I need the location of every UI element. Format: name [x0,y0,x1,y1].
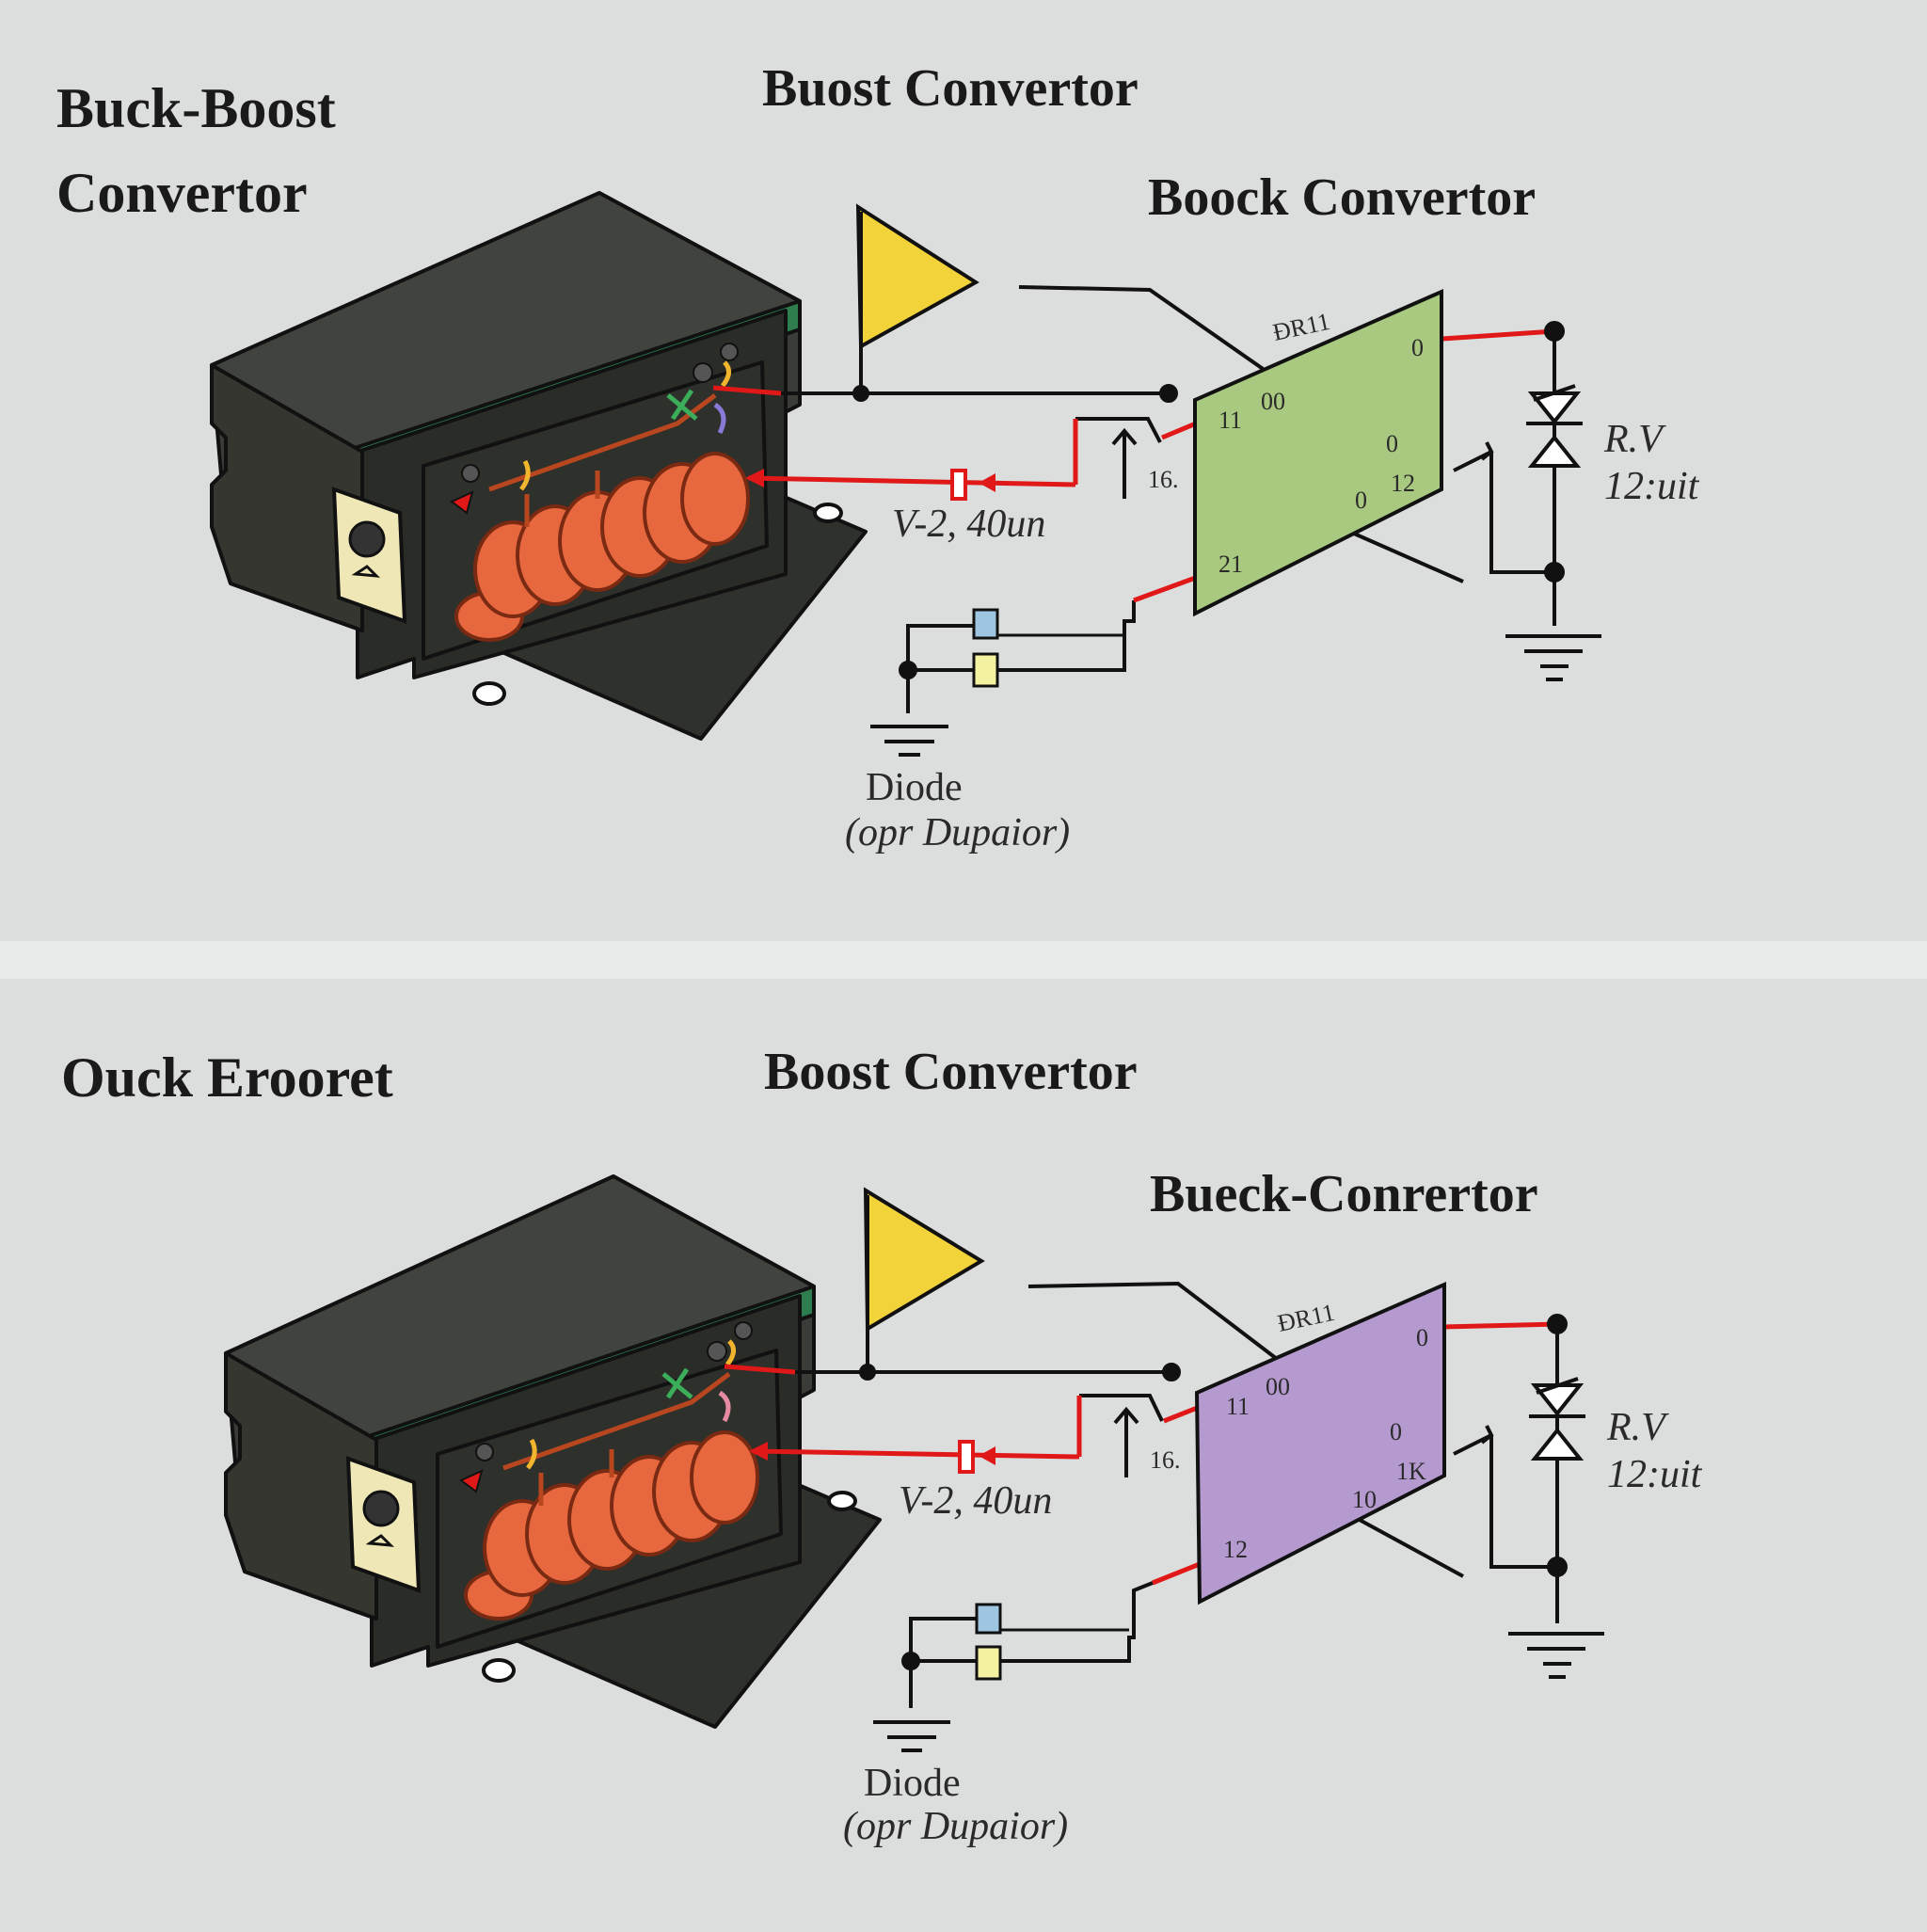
diode-sub-label: (opr Dupaior) [845,811,1070,854]
arrowhead-left [749,1442,768,1461]
board-label: ĐR11 [1270,308,1332,346]
diode-label: Diode [864,1762,961,1805]
panel-title-line2: Convertor [56,162,308,224]
pin-label-12: 1K [1396,1458,1426,1485]
rv-label: R.V [1603,418,1666,461]
board-face [1194,1281,1446,1605]
right-title: Boock Convertor [1148,168,1536,227]
rv-value: 12:uit [1604,465,1700,508]
diode-label: Diode [866,766,963,809]
ground-symbol-left [873,1652,950,1752]
terminal-pins [450,343,739,515]
control-board: ĐR11 11 00 0 0 1K 10 12 16. [1150,1281,1446,1605]
converter-housing [210,191,868,741]
side-pin-label: 16. [1150,1446,1181,1474]
fuse-element [950,469,967,501]
pin-label-out-mid: 0 [1386,430,1398,457]
zener-diode [1529,1314,1585,1577]
panel-title-line1: Buck-Boost [56,77,336,139]
fuse-element [958,1440,975,1474]
pin-label-out-top: 0 [1411,334,1424,361]
voltage-label: V-2, 40un [892,503,1045,546]
center-title: Buost Convertor [762,59,1139,118]
pin-label-in1b: 00 [1266,1373,1290,1400]
pin-label-0: 0 [1355,487,1367,514]
circuit-diagram-bottom: Ouck Erooret Boost Convertor Bueck-Conre… [61,1043,1703,1848]
panel-divider [0,941,1927,979]
side-connector-plate [331,487,407,624]
zener-diode [1526,321,1583,583]
pin-label-out-mid: 0 [1390,1418,1402,1445]
voltage-label: V-2, 40un [899,1479,1052,1523]
coil-leads [502,1372,731,1506]
circuit-diagram-top: Buck-Boost Convertor Buost Convertor Boo… [56,59,1700,854]
pin-label-21: 21 [1218,551,1243,578]
arrowhead-left [745,469,764,487]
panel-bottom: Ouck Erooret Boost Convertor Bueck-Conre… [0,979,1927,1927]
pin-label-12: 12 [1391,470,1415,497]
pin-label-in1: 11 [1226,1393,1250,1420]
panel-top: Buck-Boost Convertor Buost Convertor Boo… [0,0,1927,941]
board-label: ĐR11 [1275,1299,1337,1337]
inductor-coil [464,1430,759,1621]
pin-label-0: 10 [1352,1486,1377,1513]
arrowhead-mid [979,1446,995,1465]
pin-label-in1b: 00 [1261,388,1285,415]
flag-marker [859,1187,985,1381]
center-title: Boost Convertor [764,1043,1138,1101]
ground-symbol-right [1508,1632,1604,1679]
arrowhead-mid [979,473,995,492]
rv-label: R.V [1606,1406,1669,1449]
control-board: ĐR11 11 00 0 0 12 0 21 16. [1148,288,1443,617]
ground-symbol-right [1505,634,1601,681]
flag-marker [852,203,979,402]
diode-sub-label: (opr Dupaior) [843,1805,1068,1848]
right-title: Bueck-Conrertor [1150,1165,1538,1223]
wires [795,1281,1559,1708]
ground-symbol-left [870,661,948,757]
panel-title-line1: Ouck Erooret [61,1046,393,1109]
capacitor-pair [972,608,1124,688]
terminal-pins [459,1321,753,1493]
pin-label-21: 12 [1223,1536,1248,1563]
capacitor-pair [975,1603,1129,1681]
rv-value: 12:uit [1607,1453,1703,1496]
pin-label-in1: 11 [1218,407,1242,434]
coil-leads [488,393,717,527]
inductor-coil [454,452,750,642]
side-pin-label: 16. [1148,466,1179,493]
pin-label-out-top: 0 [1416,1324,1428,1351]
side-connector-plate [345,1456,422,1593]
board-face [1193,288,1443,617]
